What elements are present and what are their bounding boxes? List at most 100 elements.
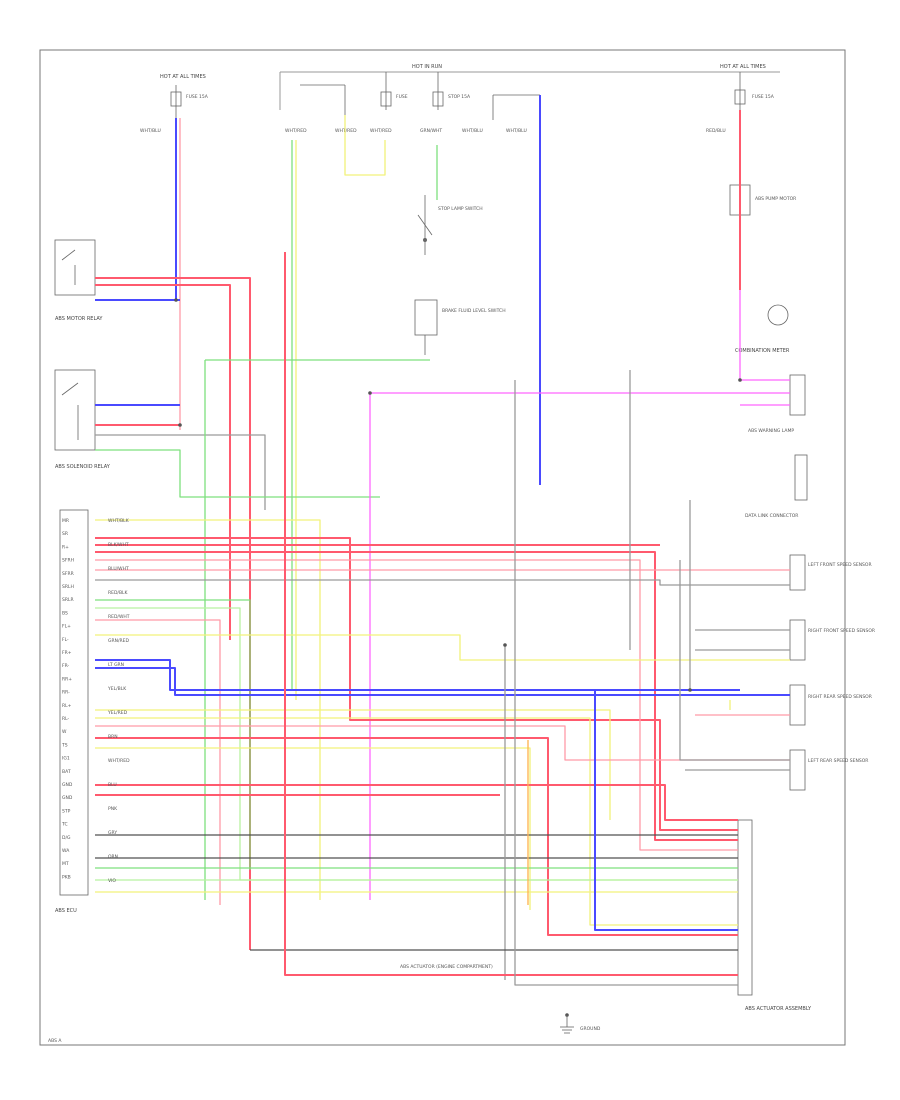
hot-at-all-times-right-label: HOT AT ALL TIMES bbox=[720, 64, 766, 70]
wire-yellow bbox=[95, 717, 738, 926]
wire-tag: GRN/RED bbox=[108, 638, 129, 644]
wire-yellow bbox=[95, 519, 321, 900]
wire-gray bbox=[514, 380, 738, 986]
fuse-left-label: FUSE 15A bbox=[186, 94, 209, 100]
stop-lamp-switch-label: STOP LAMP SWITCH bbox=[438, 206, 483, 212]
ecu-pin-bat: BAT bbox=[62, 769, 71, 775]
ecu-pin-srlh: SRLH bbox=[62, 584, 74, 590]
hot-at-all-times-left-label: HOT AT ALL TIMES bbox=[160, 74, 206, 80]
ecu-pin-tc: TC bbox=[61, 822, 68, 828]
wire-harness bbox=[95, 95, 790, 1017]
wire-green bbox=[95, 599, 251, 870]
ecu-pin-srlr: SRLR bbox=[62, 597, 74, 603]
ecu-pin-fl-: FL- bbox=[62, 637, 69, 643]
ecu-pin-ts: TS bbox=[61, 742, 68, 748]
speed-sensor-left-rear bbox=[789, 749, 806, 791]
ecu-pin-sr: SR bbox=[62, 531, 68, 537]
wire-pink bbox=[95, 619, 221, 905]
splice-dot bbox=[688, 688, 692, 692]
abs-actuator-bottom-label: ABS ACTUATOR ASSEMBLY bbox=[745, 1006, 812, 1012]
wire-green bbox=[95, 449, 380, 498]
brake-fluid-level-switch bbox=[414, 299, 438, 355]
wire-red bbox=[95, 784, 738, 821]
wire-yellow bbox=[95, 709, 611, 820]
ecu-pin-sfrr: SFRR bbox=[62, 571, 74, 577]
data-link-connector-label: DATA LINK CONNECTOR bbox=[745, 513, 798, 519]
wire-red bbox=[284, 252, 738, 976]
ecu-pin-bs: BS bbox=[62, 610, 68, 616]
splice-dot bbox=[738, 378, 742, 382]
wire-yellow bbox=[95, 747, 531, 910]
wire-tag: RED/WHT bbox=[108, 614, 130, 620]
abs-warning-lamp bbox=[789, 374, 806, 416]
right-rear-sensor-label: RIGHT REAR SPEED SENSOR bbox=[808, 694, 872, 700]
wire-gray bbox=[95, 434, 266, 510]
svg-text:WHT/RED: WHT/RED bbox=[335, 128, 357, 134]
ecu-pin-gnd: GND bbox=[62, 782, 73, 788]
ecu-pin-wa: WA bbox=[62, 848, 70, 854]
wire-tag: ORN bbox=[108, 854, 118, 860]
wire-tag: BRN bbox=[108, 734, 118, 740]
speed-sensor-right-rear bbox=[789, 684, 806, 726]
splice-dot bbox=[503, 643, 507, 647]
wire-red bbox=[95, 537, 738, 831]
fuse-stop-label: STOP 15A bbox=[448, 94, 471, 100]
wire-tag: YEL/RED bbox=[107, 710, 128, 716]
wire-blue bbox=[95, 667, 790, 696]
fuse-center-label: FUSE bbox=[396, 94, 408, 100]
wire-gray bbox=[95, 579, 790, 586]
ecu-pin-fr-: FR- bbox=[62, 663, 70, 669]
ecu-pin-fl-: FL+ bbox=[62, 624, 71, 630]
ecu-pin-fr-: FR+ bbox=[62, 650, 72, 656]
abs-ecu-label: ABS ECU bbox=[55, 908, 77, 914]
wire-tag: BLK/WHT bbox=[108, 542, 129, 548]
splice-dot bbox=[178, 423, 182, 427]
abs-actuator-connector bbox=[737, 819, 753, 996]
speed-sensor-left-front bbox=[789, 554, 806, 591]
upper-connector-row: WHT/BLU WHT/RED WHT/RED WHT/RED GRN/WHT … bbox=[140, 128, 726, 134]
svg-text:WHT/BLU: WHT/BLU bbox=[140, 128, 161, 134]
splice-dot bbox=[368, 391, 372, 395]
wire-tag: VIO bbox=[108, 878, 116, 884]
svg-text:WHT/RED: WHT/RED bbox=[285, 128, 307, 134]
ecu-pin-rr-: RR- bbox=[62, 690, 70, 696]
wire-blue bbox=[95, 659, 740, 691]
abs-pump-motor bbox=[729, 184, 789, 326]
left-rear-sensor-label: LEFT REAR SPEED SENSOR bbox=[808, 758, 868, 764]
left-front-sensor-label: LEFT FRONT SPEED SENSOR bbox=[808, 562, 872, 568]
splice-dot bbox=[174, 298, 178, 302]
svg-text:WHT/BLU: WHT/BLU bbox=[462, 128, 483, 134]
wire-gray bbox=[679, 560, 790, 761]
ecu-pin-rl-: RL+ bbox=[62, 703, 72, 709]
stop-lamp-switch bbox=[417, 195, 433, 255]
wire-red bbox=[95, 284, 231, 640]
abs-motor-relay-label: ABS MOTOR RELAY bbox=[55, 316, 103, 322]
wire-blue bbox=[594, 690, 738, 931]
diagram-frame bbox=[39, 49, 846, 1046]
top-power-feed bbox=[170, 71, 780, 120]
svg-text:RED/BLU: RED/BLU bbox=[706, 128, 726, 134]
wire-pink bbox=[95, 725, 790, 761]
ecu-pin-w: W bbox=[62, 729, 67, 735]
ecu-pin-mr: MR bbox=[62, 518, 69, 524]
combination-meter-label: COMBINATION METER bbox=[735, 348, 790, 354]
ecu-pin-d-g: D/G bbox=[62, 835, 71, 841]
brake-fluid-label: BRAKE FLUID LEVEL SWITCH bbox=[442, 308, 506, 314]
fuse-right-label: FUSE 15A bbox=[752, 94, 775, 100]
wire-yellow bbox=[95, 634, 790, 661]
data-link-connector bbox=[794, 454, 808, 501]
wire-tag: WHT/BLK bbox=[108, 518, 130, 524]
bottom-splice-label: ABS ACTUATOR (ENGINE COMPARTMENT) bbox=[400, 964, 493, 970]
svg-text:WHT/RED: WHT/RED bbox=[370, 128, 392, 134]
wire-tag: GRY bbox=[108, 830, 117, 836]
ecu-pin-gnd: GND bbox=[62, 795, 73, 801]
svg-text:GRN/WHT: GRN/WHT bbox=[420, 128, 442, 134]
wire-red bbox=[95, 277, 251, 950]
wire-tag: LT GRN bbox=[108, 662, 124, 668]
wire-tag: RED/BLK bbox=[108, 590, 129, 596]
wire-tag: BLU bbox=[108, 782, 117, 788]
ecu-pin-pkb: PKB bbox=[62, 874, 71, 880]
ecu-pin-rr-: RR+ bbox=[62, 676, 72, 682]
footer-code: ABS A bbox=[48, 1038, 62, 1044]
